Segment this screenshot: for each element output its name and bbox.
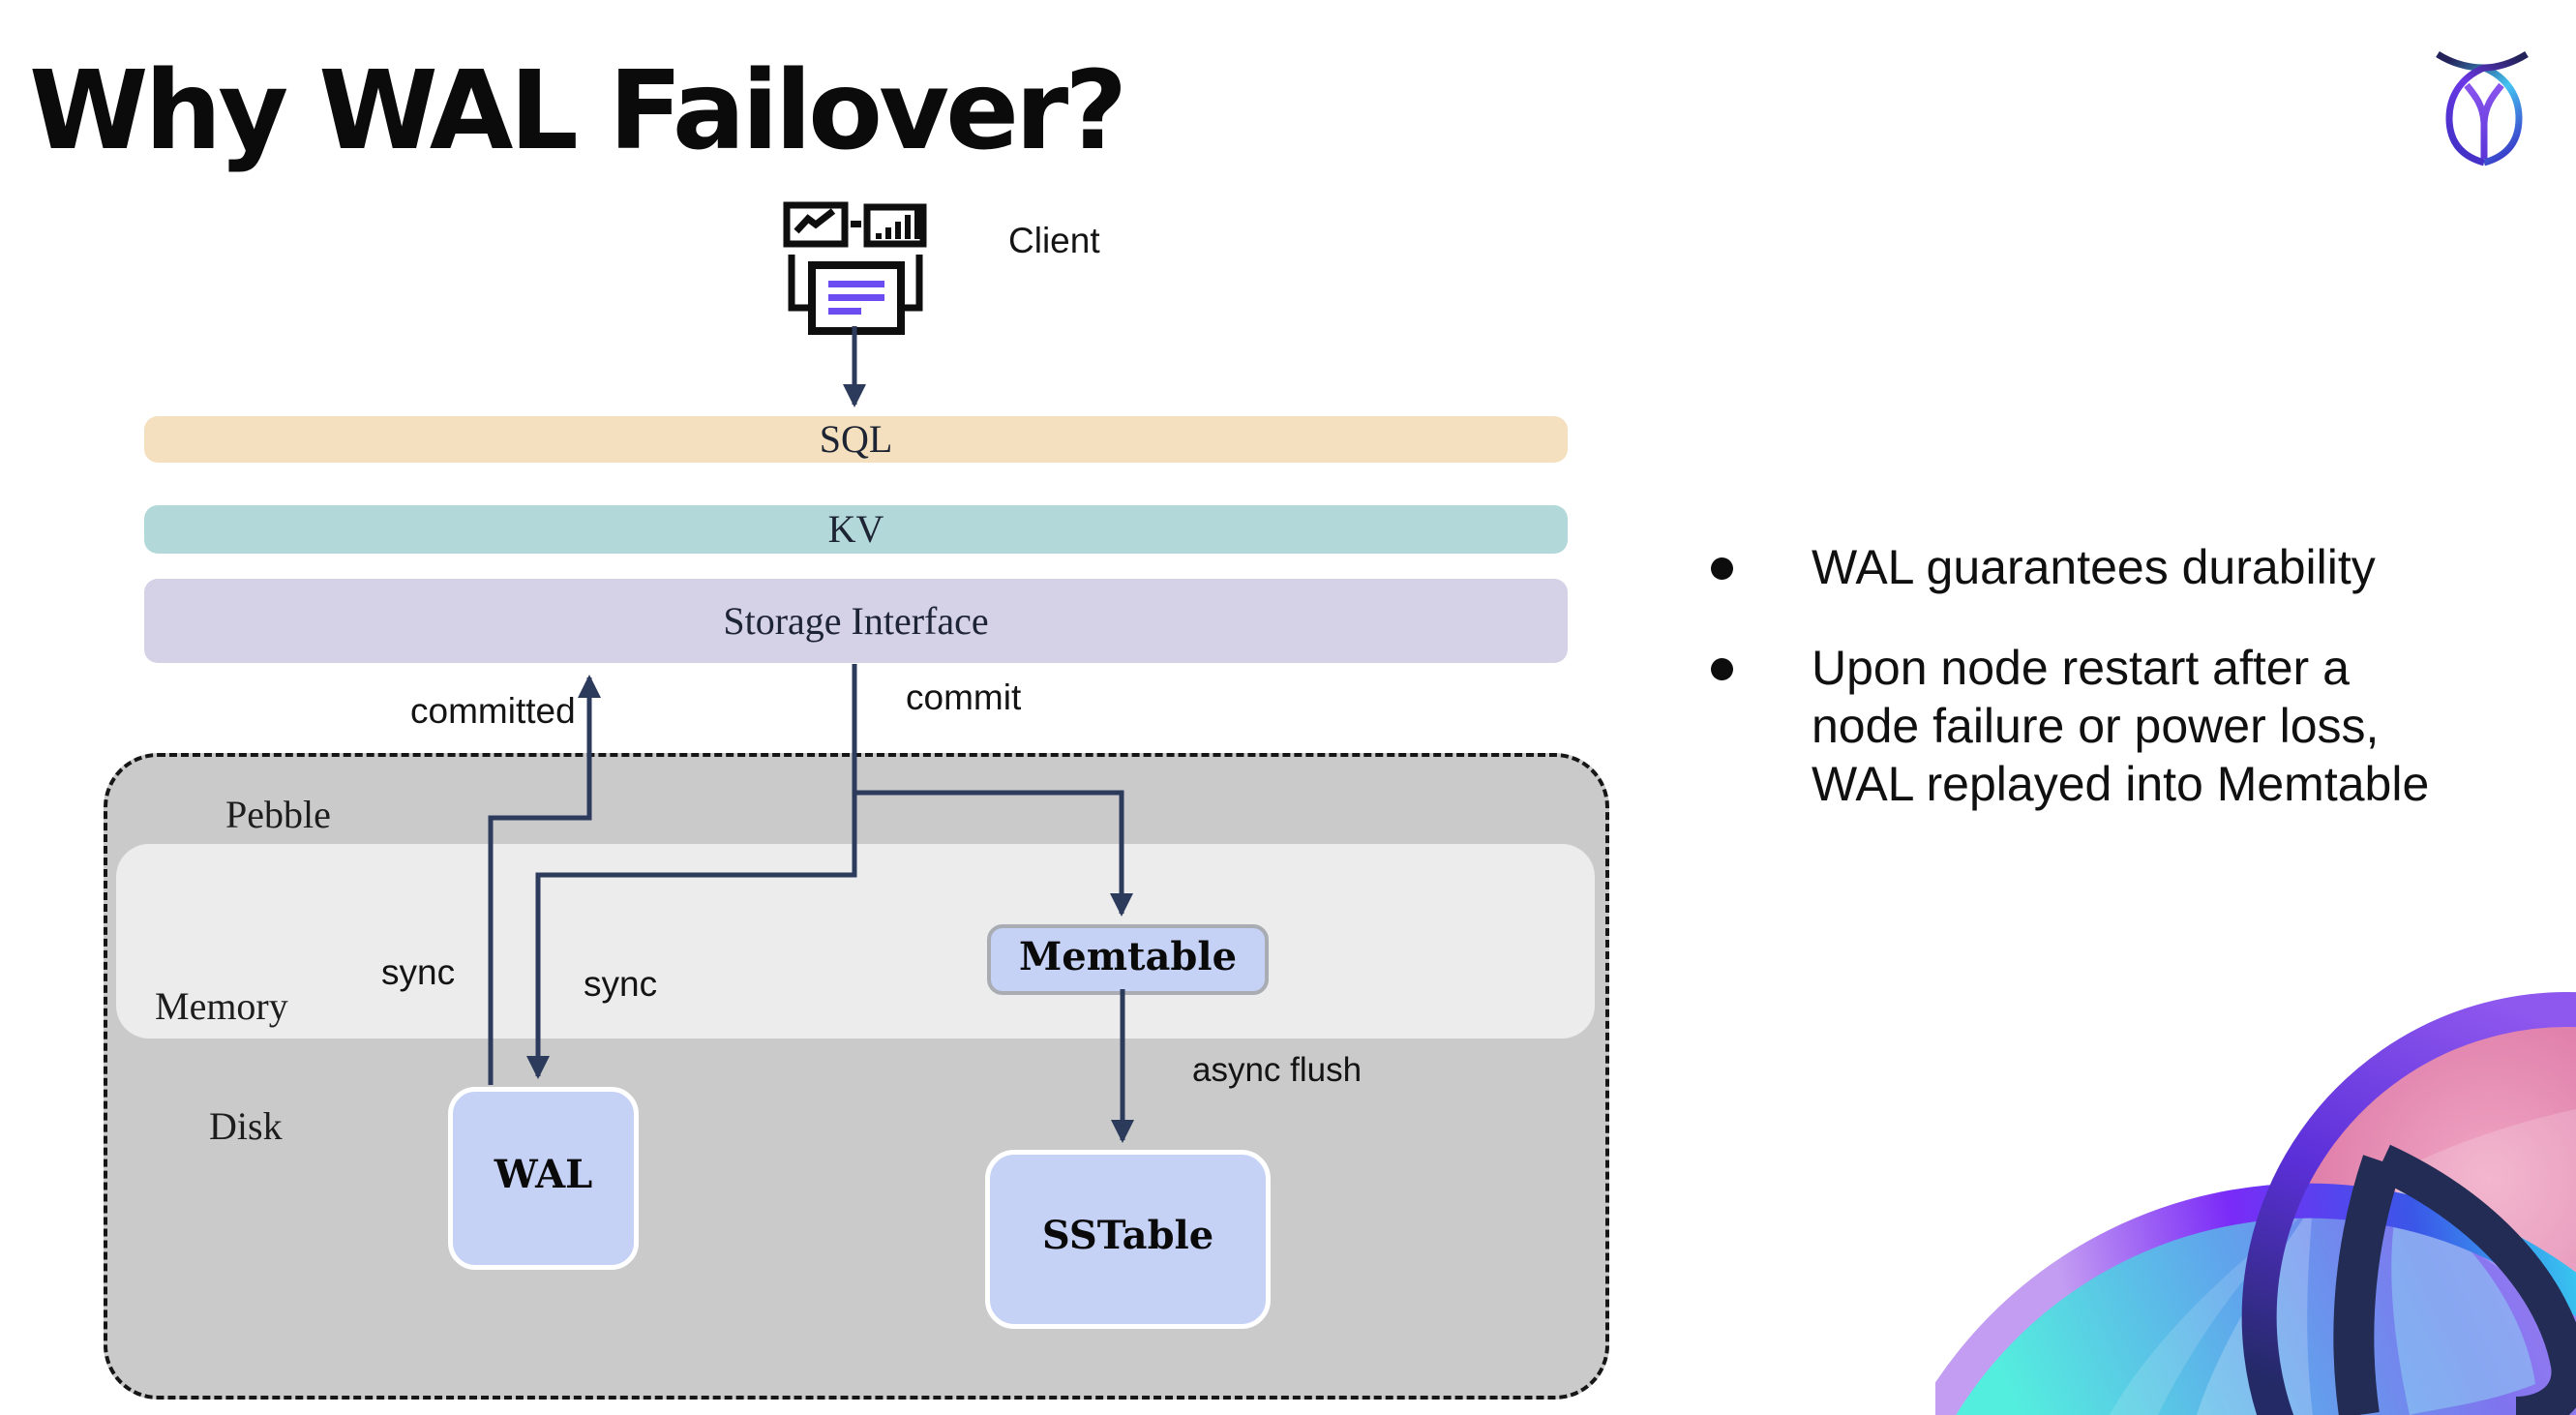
client-label: Client [1008,221,1100,260]
layer-kv: KV [144,505,1568,554]
list-item: Upon node restart after a node failure o… [1711,639,2446,813]
layer-storage-interface: Storage Interface [144,579,1568,663]
sstable-node: SSTable [985,1150,1271,1329]
list-item: WAL guarantees durability [1711,538,2446,596]
cockroachdb-logo-icon [2422,41,2542,168]
memtable-node: Memtable [987,924,1269,995]
dash-icon [851,221,861,227]
memory-band [116,844,1595,1039]
layer-sql: SQL [144,416,1568,463]
sync-right-label: sync [584,964,658,1004]
bullet-text: WAL guarantees durability [1812,540,2376,594]
bullet-dot-icon [1711,658,1733,680]
bullet-dot-icon [1711,557,1733,580]
bullet-list: WAL guarantees durability Upon node rest… [1711,538,2446,856]
bullet-text: Upon node restart after a node failure o… [1812,641,2430,811]
monitor-bracket-left [788,255,811,312]
memory-label: Memory [155,984,288,1028]
monitor-bracket-right [900,255,923,312]
sync-left-label: sync [381,952,456,992]
line-chart-icon [783,201,849,248]
pebble-label: Pebble [225,793,331,836]
page-title: Why WAL Failover? [29,48,1127,174]
async-flush-label: async flush [1192,1051,1363,1089]
commit-label: commit [906,677,1022,717]
brand-decoration-graphic [1935,919,2576,1415]
disk-label: Disk [209,1104,283,1148]
committed-label: committed [410,691,576,731]
wal-node: WAL [448,1087,639,1270]
client-icon [780,198,927,339]
